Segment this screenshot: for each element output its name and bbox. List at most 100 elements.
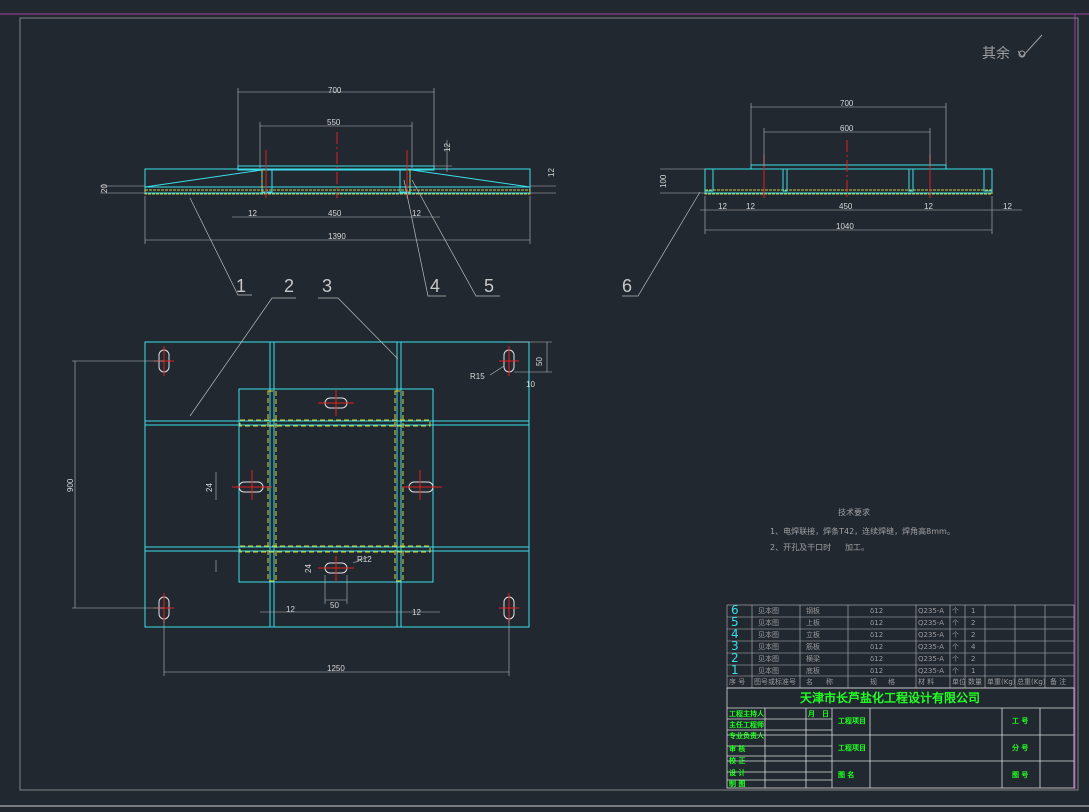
dim-side-12b: 12 [746,202,755,211]
plan-view [72,341,552,676]
bom-cell-material: Q235-A [918,667,945,675]
bom-cell-material: Q235-A [918,607,945,615]
dim-plan-r15: R15 [470,372,485,381]
bom-cell-unit: 个 [952,619,959,627]
bom-cell-qty: 1 [971,667,976,675]
sheet-border [19,17,1079,791]
drawing-name-label: 图 名 [838,770,854,779]
role-6: 设 计 [729,768,745,777]
dim-side-12a: 12 [718,202,727,211]
dim-front-700: 700 [328,86,342,95]
bom-cell-name: 筋板 [806,643,820,651]
dim-front-1390: 1390 [328,232,346,241]
bom-cell-spec: δ12 [870,643,884,651]
dim-side-700: 700 [840,99,854,108]
bom-cell-no: 6 [731,603,739,617]
sub-project-label: 工程项目 [838,743,866,752]
dim-side-450: 450 [839,202,853,211]
bom-cell-spec: δ12 [870,619,884,627]
bom-cell-ref: 见本图 [758,667,779,675]
role-3: 专业负责人 [729,731,765,740]
role-1: 工程主持人 [729,709,765,718]
bom-header-cell: 称 [826,678,833,686]
bom-cell-unit: 个 [952,631,959,639]
bom-header-cell: 材 料 [918,678,935,686]
side-view [660,103,1022,234]
dim-front-12-r: 12 [412,209,421,218]
role-5: 校 正 [729,756,745,765]
tech-req-1: 1、电焊联接，焊条T42，连续焊缝，焊角高8mm。 [770,526,955,536]
bom-cell-name: 横梁 [806,655,820,663]
front-view [100,88,556,244]
roughness-circle [1018,50,1026,58]
roughness-mark: 其余 [982,45,1010,62]
bom-cell-unit: 个 [952,643,959,651]
bom-cell-qty: 4 [971,643,976,651]
bom-cell-spec: δ12 [870,655,884,663]
dim-front-550: 550 [327,118,341,127]
role-4: 审 核 [729,744,745,753]
bom-cell-no: 1 [731,663,739,677]
bom-cell-material: Q235-A [918,619,945,627]
bom-cell-spec: δ12 [870,607,884,615]
bom-header-cell: 序 号 [729,678,746,686]
bom-header-cell: 图号或标准号 [754,678,796,686]
title-block [726,687,1075,789]
dim-side-1040: 1040 [836,222,854,231]
dim-plan-24a: 24 [205,483,214,492]
dim-front-12-right: 12 [547,168,556,177]
dim-plan-1250: 1250 [327,664,345,673]
part-label-2: 2 [284,276,294,296]
bom-cell-ref: 见本图 [758,655,779,663]
part-label-6: 6 [622,276,632,296]
bom-cell-qty: 2 [971,631,976,639]
part-label-1: 1 [236,276,246,296]
dim-front-12-left: 12 [248,209,257,218]
sub-no-label: 分 号 [1012,743,1028,752]
bom-header-cell: 单位 [952,678,966,686]
ym-day: 日 [822,710,829,718]
bom-cell-unit: 个 [952,655,959,663]
bom-cell-ref: 见本图 [758,619,779,627]
bom-cell-ref: 见本图 [758,607,779,615]
bom-cell-no: 3 [731,639,739,653]
bom-cell-ref: 见本图 [758,643,779,651]
dim-front-450: 450 [328,209,342,218]
bom-cell-qty: 2 [971,655,976,663]
bom-cell-unit: 个 [952,667,959,675]
project-label: 工程项目 [838,716,866,725]
work-no-label: 工 号 [1012,716,1028,725]
bom-header-cell: 数量 [968,678,982,686]
drawing-no-label: 图 号 [1012,770,1028,779]
bom-cell-spec: δ12 [870,631,884,639]
bom-cell-material: Q235-A [918,643,945,651]
dim-plan-r12: R12 [357,555,372,564]
dim-plan-12b: 12 [412,608,421,617]
dim-side-12d: 12 [1003,202,1012,211]
bom-header-cell: 格 [888,678,895,686]
bom-cell-name: 上板 [806,619,820,627]
tech-req-2: 2、开孔及干口时 [770,542,831,552]
bom-header-cell: 总重(Kg) [1017,678,1046,686]
bom-cell-material: Q235-A [918,655,945,663]
bom-cell-name: 钢板 [806,607,820,615]
bom-header-cell: 名 [806,678,813,686]
part-label-3: 3 [322,276,332,296]
dim-plan-24b: 24 [304,564,313,573]
bom-cell-qty: 1 [971,607,976,615]
roughness-symbol [1017,34,1043,58]
ym-month: 月 [807,710,815,718]
bom-cell-name: 立板 [806,631,820,639]
dim-front-12-top: 12 [443,143,452,152]
part-label-4: 4 [430,276,440,296]
leader-lines [189,179,701,417]
bom-cell-material: Q235-A [918,631,945,639]
dim-front-20: 20 [100,184,109,193]
dim-plan-12a: 12 [286,605,295,614]
role-2: 主任工程师 [729,720,764,729]
bom-cell-name: 底板 [806,667,820,675]
bom-cell-qty: 2 [971,619,976,627]
bom-header-cell: 单重(Kg) [987,678,1016,686]
bom-header-cell: 规 [870,678,877,686]
